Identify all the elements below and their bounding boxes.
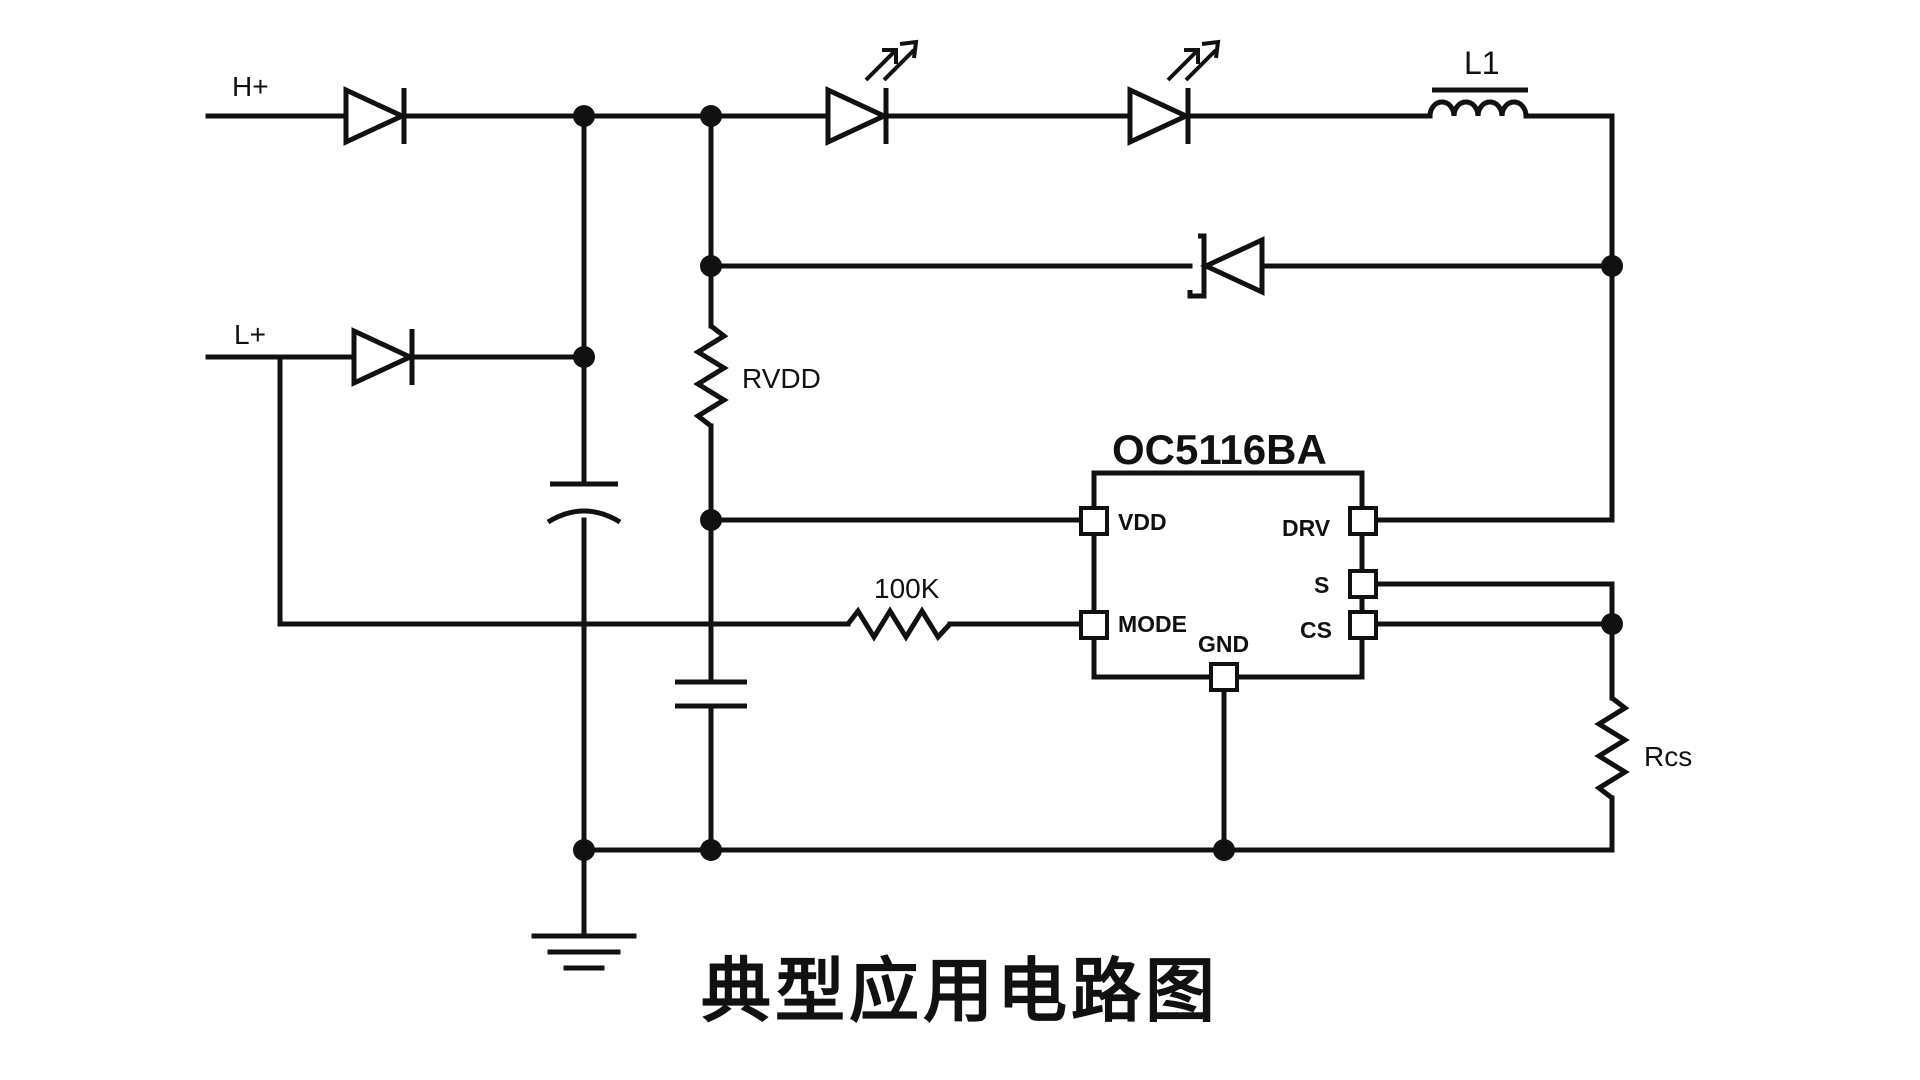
capacitor-vdd xyxy=(675,679,747,709)
capacitor-bulk xyxy=(546,481,622,525)
inductor-l1 xyxy=(1427,87,1530,119)
pin-label-gnd: GND xyxy=(1198,631,1249,657)
led-1 xyxy=(825,39,919,146)
label-l-plus: L+ xyxy=(234,319,266,350)
pin-drv xyxy=(1348,506,1378,536)
label-rcs: Rcs xyxy=(1644,741,1692,772)
resistor-rcs xyxy=(1594,696,1630,800)
ic-oc5116ba xyxy=(1079,470,1378,692)
pin-gnd xyxy=(1209,662,1239,692)
diode-l-input xyxy=(351,327,416,387)
pin-label-vdd: VDD xyxy=(1118,509,1167,535)
pin-mode xyxy=(1079,610,1109,640)
schottky-diode xyxy=(1187,233,1265,299)
ic-title: OC5116BA xyxy=(1112,426,1327,473)
label-h-plus: H+ xyxy=(232,71,269,102)
resistor-100k xyxy=(846,606,952,642)
pin-label-drv: DRV xyxy=(1282,515,1331,541)
pin-label-cs: CS xyxy=(1300,617,1332,643)
label-inductor: L1 xyxy=(1464,45,1500,81)
pin-label-mode: MODE xyxy=(1118,611,1187,637)
label-rvdd: RVDD xyxy=(742,363,821,394)
pin-vdd xyxy=(1079,506,1109,536)
diode-h-input xyxy=(343,86,408,146)
led-2 xyxy=(1127,39,1221,146)
label-100k: 100K xyxy=(874,573,940,604)
diagram-title: 典型应用电路图 xyxy=(701,950,1219,1032)
pin-cs xyxy=(1348,610,1378,640)
wires xyxy=(205,113,1615,939)
pin-label-s: S xyxy=(1314,572,1329,598)
ground-symbol xyxy=(531,933,637,971)
pin-s xyxy=(1348,569,1378,599)
junction-dots xyxy=(573,105,1623,861)
resistor-rvdd xyxy=(693,324,729,428)
